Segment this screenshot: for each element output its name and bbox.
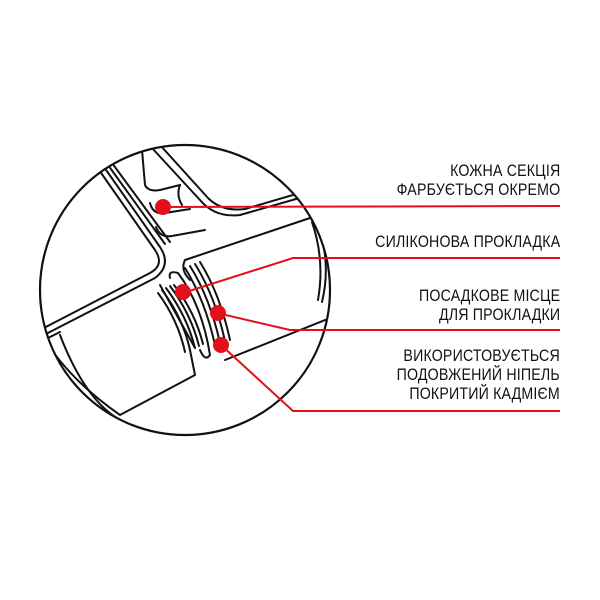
magnifier-circle <box>38 143 332 437</box>
dot-nipple-icon <box>213 337 229 353</box>
magnified-radiator-drawing <box>38 143 332 437</box>
callout-line: ВИКОРИСТОВУЄТЬСЯ <box>403 347 560 365</box>
callout-line: ПОДОВЖЕНИЙ НІПЕЛЬ <box>396 366 560 384</box>
dot-seat-icon <box>210 305 226 321</box>
leader-line-seat <box>216 312 560 331</box>
callout-silicone-gasket: СИЛІКОНОВА ПРОКЛАДКА <box>375 233 560 252</box>
callout-line: СИЛІКОНОВА ПРОКЛАДКА <box>374 233 560 251</box>
callout-line: ПОСАДКОВЕ МІСЦЕ <box>418 287 560 305</box>
callout-line: ДЛЯ ПРОКЛАДКИ <box>438 306 560 324</box>
leader-line-nipple <box>220 344 560 412</box>
callout-extended-nipple: ВИКОРИСТОВУЄТЬСЯ ПОДОВЖЕНИЙ НІПЕЛЬ ПОКРИ… <box>397 347 560 404</box>
callout-line: ФАРБУЄТЬСЯ ОКРЕМО <box>396 181 560 199</box>
dot-section-icon <box>155 199 171 215</box>
callout-section-painted: КОЖНА СЕКЦІЯ ФАРБУЄТЬСЯ ОКРЕМО <box>396 162 560 200</box>
callout-line: КОЖНА СЕКЦІЯ <box>449 162 560 180</box>
leader-line-gasket <box>182 257 560 294</box>
callout-gasket-seat: ПОСАДКОВЕ МІСЦЕ ДЛЯ ПРОКЛАДКИ <box>419 287 560 325</box>
dot-gasket-icon <box>175 284 191 300</box>
callout-line: ПОКРИТИЙ КАДМІЄМ <box>409 385 560 403</box>
callout-dots <box>155 199 229 353</box>
leader-lines <box>162 205 561 412</box>
leader-line-section <box>162 205 561 208</box>
